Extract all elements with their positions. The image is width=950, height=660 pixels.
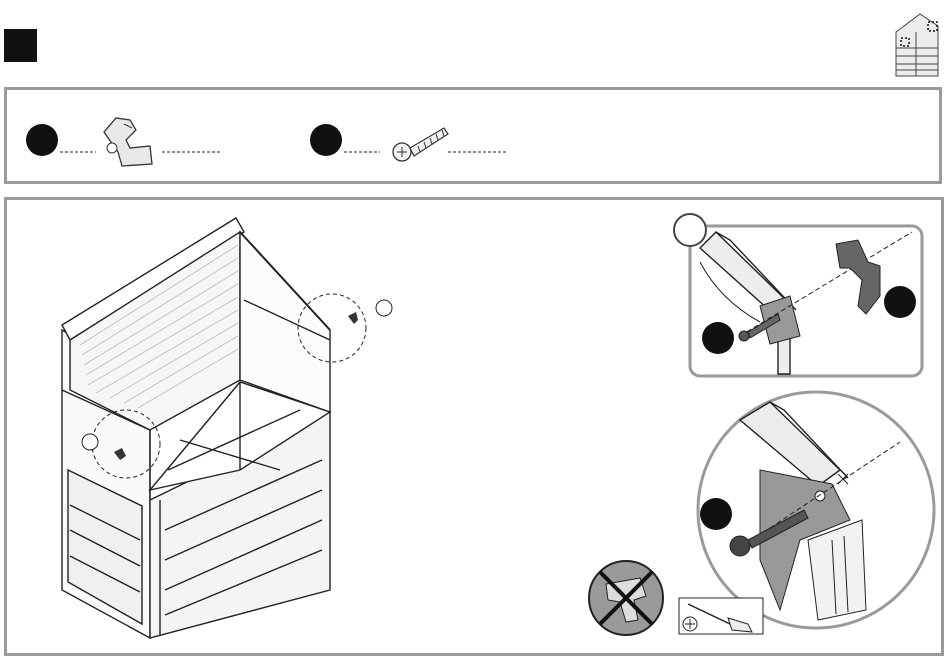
no-power-drill-icon — [589, 561, 663, 635]
shed-illustration — [62, 218, 330, 638]
detail-zoom-lower — [698, 392, 934, 628]
detail-upper-marker — [376, 300, 392, 316]
zoom-lower-badge-b — [700, 498, 732, 530]
zoom-upper-badge-b — [702, 322, 734, 354]
zoom-upper-marker — [674, 214, 706, 246]
zoom-upper-badge-a — [884, 286, 916, 318]
phillips-screwdriver-icon — [679, 598, 763, 634]
detail-zoom-upper — [674, 214, 922, 376]
detail-lower-marker — [82, 434, 98, 450]
